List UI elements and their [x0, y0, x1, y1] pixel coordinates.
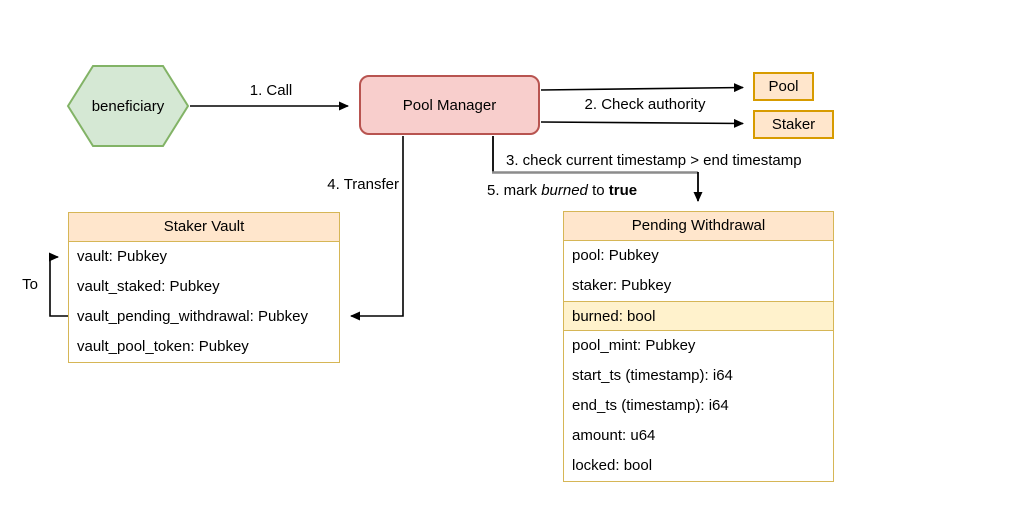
- table-row: amount: u64: [572, 427, 656, 444]
- staker-node: Staker: [753, 110, 834, 139]
- beneficiary-node-label: beneficiary: [91, 97, 165, 115]
- mark-burned-bold-text: true: [608, 182, 638, 199]
- edge-label-to: To: [14, 277, 46, 293]
- table-row: staker: Pubkey: [572, 277, 672, 294]
- edge-label-call: 1. Call: [219, 83, 323, 99]
- edge-label-check-timestamp: 3. check current timestamp > end timesta…: [504, 152, 804, 169]
- table-row: pool: Pubkey: [572, 247, 659, 264]
- table-row-burned-highlighted: burned: bool: [564, 301, 833, 331]
- edge-check-authority-staker-arrow: [540, 118, 744, 128]
- beneficiary-node: beneficiary: [68, 66, 188, 146]
- pool-manager-node-label: Pool Manager: [402, 96, 497, 114]
- mark-burned-italic-text: burned: [541, 182, 588, 199]
- edge-transfer-arrow: [350, 136, 404, 321]
- mark-burned-text: 5. mark: [487, 182, 542, 199]
- table-row: end_ts (timestamp): i64: [572, 397, 729, 414]
- staker-node-label: Staker: [771, 116, 816, 133]
- table-row: start_ts (timestamp): i64: [572, 367, 733, 384]
- table-row: vault_pending_withdrawal: Pubkey: [77, 308, 308, 325]
- pending-withdrawal-table: Pending Withdrawal pool: Pubkey staker: …: [563, 211, 834, 482]
- edge-label-transfer: 4. Transfer: [300, 177, 401, 193]
- staker-vault-table-header: Staker Vault: [69, 213, 339, 242]
- table-row: vault_staked: Pubkey: [77, 278, 220, 295]
- pool-manager-node: Pool Manager: [359, 75, 540, 135]
- edge-label-check-authority: 2. Check authority: [568, 97, 722, 113]
- pending-withdrawal-table-header: Pending Withdrawal: [564, 212, 833, 241]
- edge-check-authority-pool-arrow: [540, 83, 744, 93]
- edge-to-loop-arrow: [49, 252, 68, 317]
- pool-node: Pool: [753, 72, 814, 101]
- table-row: pool_mint: Pubkey: [572, 337, 696, 354]
- mark-burned-text2: to: [587, 182, 609, 199]
- table-row: vault_pool_token: Pubkey: [77, 338, 249, 355]
- edge-label-mark-burned: 5. mark burned to true: [485, 182, 640, 199]
- pool-node-label: Pool: [768, 78, 799, 95]
- table-row: vault: Pubkey: [77, 248, 168, 265]
- table-row: locked: bool: [572, 457, 653, 474]
- staker-vault-table: Staker Vault vault: Pubkey vault_staked:…: [68, 212, 340, 363]
